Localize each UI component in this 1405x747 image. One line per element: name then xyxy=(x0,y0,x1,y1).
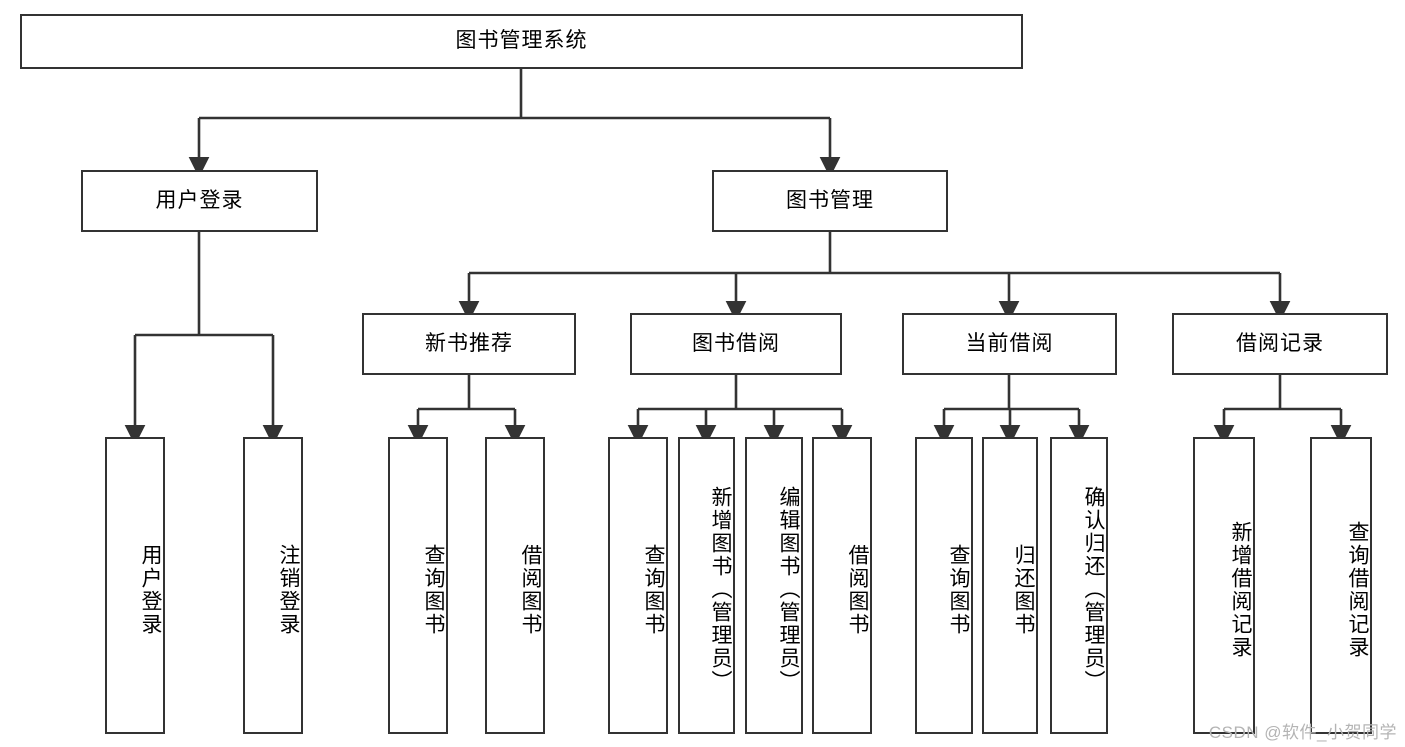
node-current-borrow[interactable]: 当前借阅 xyxy=(902,313,1117,375)
leaf-add-book-admin[interactable]: 新增图书（管理员） xyxy=(678,437,735,734)
node-borrow-records-label: 借阅记录 xyxy=(1236,331,1324,355)
leaf-query-book-current-label: 查询图书 xyxy=(947,543,970,636)
leaf-add-book-admin-label: 新增图书（管理员） xyxy=(709,486,732,693)
leaf-query-book-current[interactable]: 查询图书 xyxy=(915,437,973,734)
leaf-user-login-label: 用户登录 xyxy=(139,543,162,636)
leaf-query-book-borrow[interactable]: 查询图书 xyxy=(608,437,668,734)
leaf-borrow-book-label: 借阅图书 xyxy=(846,543,869,636)
leaf-logout-label: 注销登录 xyxy=(277,543,300,636)
leaf-query-borrow-record-label: 查询借阅记录 xyxy=(1346,520,1369,659)
leaf-query-book-borrow-label: 查询图书 xyxy=(642,543,665,636)
leaf-query-book-newbook-label: 查询图书 xyxy=(422,543,445,636)
leaf-return-book[interactable]: 归还图书 xyxy=(982,437,1038,734)
leaf-add-borrow-record[interactable]: 新增借阅记录 xyxy=(1193,437,1255,734)
node-new-book-recommend-label: 新书推荐 xyxy=(425,331,513,355)
leaf-query-book-newbook[interactable]: 查询图书 xyxy=(388,437,448,734)
node-current-borrow-label: 当前借阅 xyxy=(965,331,1054,355)
node-user-login-label: 用户登录 xyxy=(155,188,244,212)
leaf-borrow-book[interactable]: 借阅图书 xyxy=(812,437,872,734)
node-book-management-label: 图书管理 xyxy=(786,188,874,212)
node-book-borrow[interactable]: 图书借阅 xyxy=(630,313,842,375)
leaf-logout[interactable]: 注销登录 xyxy=(243,437,303,734)
leaf-borrow-book-newbook-label: 借阅图书 xyxy=(519,543,542,636)
leaf-borrow-book-newbook[interactable]: 借阅图书 xyxy=(485,437,545,734)
leaf-edit-book-admin[interactable]: 编辑图书（管理员） xyxy=(745,437,803,734)
node-book-borrow-label: 图书借阅 xyxy=(692,331,780,355)
leaf-query-borrow-record[interactable]: 查询借阅记录 xyxy=(1310,437,1372,734)
node-new-book-recommend[interactable]: 新书推荐 xyxy=(362,313,576,375)
watermark: CSDN @软件_小贺同学 xyxy=(1208,723,1397,742)
leaf-user-login[interactable]: 用户登录 xyxy=(105,437,165,734)
node-borrow-records[interactable]: 借阅记录 xyxy=(1172,313,1388,375)
leaf-confirm-return-admin[interactable]: 确认归还（管理员） xyxy=(1050,437,1108,734)
node-root[interactable]: 图书管理系统 xyxy=(20,14,1023,69)
leaf-add-borrow-record-label: 新增借阅记录 xyxy=(1229,520,1252,659)
leaf-return-book-label: 归还图书 xyxy=(1012,543,1035,636)
leaf-edit-book-admin-label: 编辑图书（管理员） xyxy=(777,486,800,693)
node-root-label: 图书管理系统 xyxy=(455,29,588,53)
node-book-management[interactable]: 图书管理 xyxy=(712,170,948,232)
leaf-confirm-return-admin-label: 确认归还（管理员） xyxy=(1082,486,1105,693)
node-user-login[interactable]: 用户登录 xyxy=(81,170,318,232)
